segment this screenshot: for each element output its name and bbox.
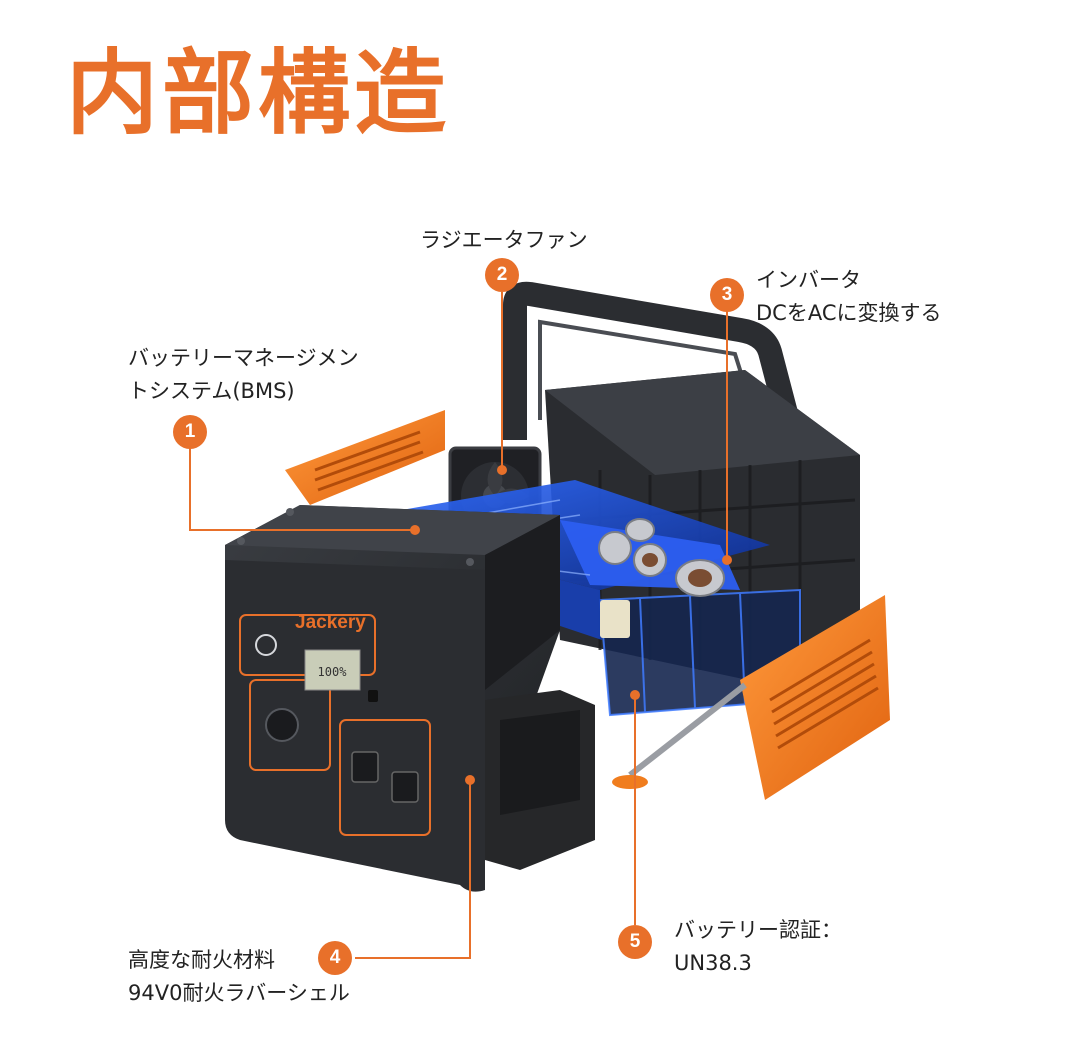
callout-1-badge: 1 — [173, 415, 207, 449]
callout-bms: バッテリーマネージメン トシステム(BMS) — [128, 342, 359, 407]
right-orange-panel — [740, 595, 890, 800]
callout-4-line-1: 高度な耐火材料 — [128, 948, 275, 972]
power-button-icon — [255, 634, 277, 656]
callout-5-line-1: バッテリー認証： — [674, 918, 842, 942]
callout-4-badge: 4 — [318, 941, 352, 975]
usb-port-icon — [368, 690, 378, 702]
callout-5-line-2: UN38.3 — [674, 950, 752, 975]
lcd-reading: 100% — [318, 665, 348, 679]
callout-3-line-1: インバータ — [756, 268, 861, 292]
front-panel: 100% Jackery — [239, 612, 431, 836]
main-body — [225, 505, 560, 892]
callout-3-line-2: DCをACに変換する — [756, 300, 942, 325]
callout-2-line-1: ラジエータファン — [420, 228, 588, 252]
left-orange-panel — [285, 410, 445, 505]
callout-rubber-shell: 高度な耐火材料 94V0耐火ラバーシェル — [128, 944, 350, 1009]
callout-3-badge: 3 — [710, 278, 744, 312]
page-title: 内部構造 — [66, 40, 451, 147]
callout-2-badge: 2 — [485, 258, 519, 292]
callout-battery-cert: バッテリー認証： UN38.3 — [674, 914, 842, 979]
callout-inverter: インバータ DCをACに変換する — [756, 264, 942, 329]
ac-outlet-icon — [351, 751, 419, 803]
brand-logo: Jackery — [295, 612, 366, 633]
rubber-shell — [485, 690, 595, 870]
leader-lines — [189, 292, 728, 959]
callout-4-line-2: 94V0耐火ラバーシェル — [128, 980, 350, 1005]
callout-fan: ラジエータファン — [420, 224, 588, 257]
callout-1-line-1: バッテリーマネージメン — [128, 346, 359, 370]
callout-5-badge: 5 — [618, 925, 652, 959]
bottom-rod — [612, 682, 747, 789]
callout-1-line-2: トシステム(BMS) — [128, 378, 295, 403]
